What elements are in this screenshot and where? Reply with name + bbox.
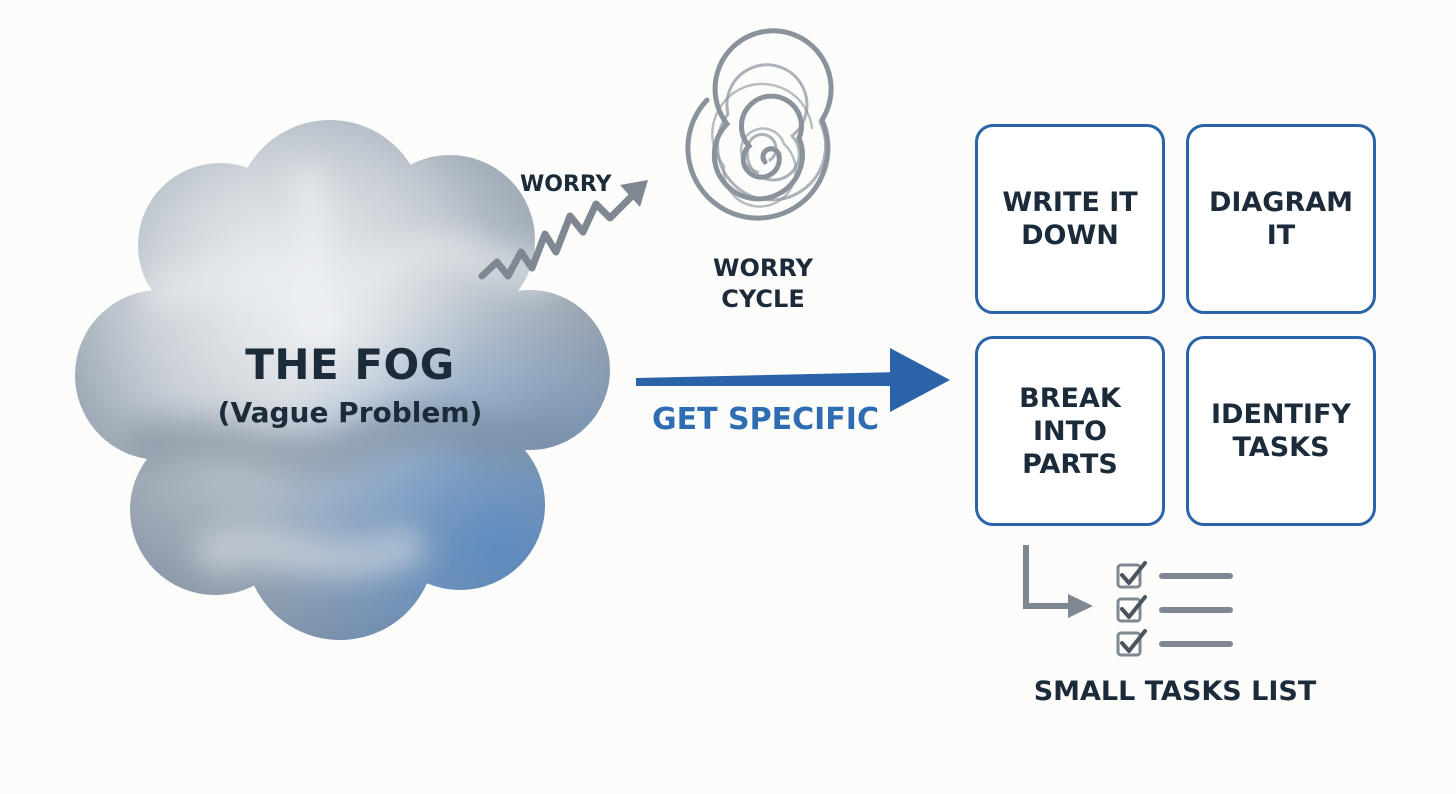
worry-cycle-label: WORRY CYCLE bbox=[713, 254, 813, 313]
box-write-it-down: WRITE IT DOWN bbox=[975, 124, 1165, 314]
box-label: DIAGRAM IT bbox=[1208, 187, 1354, 251]
box-label: IDENTIFY TASKS bbox=[1211, 399, 1351, 463]
worry-label: WORRY bbox=[520, 172, 612, 197]
box-label: BREAK INTO PARTS bbox=[1019, 382, 1121, 480]
elbow-arrow-icon bbox=[1023, 545, 1093, 618]
fog-subtitle: (Vague Problem) bbox=[217, 396, 483, 429]
spiral-icon bbox=[685, 28, 834, 221]
fog-title: THE FOG bbox=[245, 340, 455, 389]
box-label: WRITE IT DOWN bbox=[1002, 187, 1138, 251]
checklist-icon bbox=[1116, 561, 1233, 657]
box-break-into-parts: BREAK INTO PARTS bbox=[975, 336, 1165, 526]
right-arrow-icon bbox=[636, 348, 950, 412]
zigzag-arrow-icon bbox=[478, 180, 648, 280]
cloud-fog-icon bbox=[75, 120, 610, 640]
get-specific-label: GET SPECIFIC bbox=[652, 402, 879, 437]
box-identify-tasks: IDENTIFY TASKS bbox=[1186, 336, 1376, 526]
small-tasks-list-label: SMALL TASKS LIST bbox=[1033, 676, 1317, 707]
box-diagram-it: DIAGRAM IT bbox=[1186, 124, 1376, 314]
